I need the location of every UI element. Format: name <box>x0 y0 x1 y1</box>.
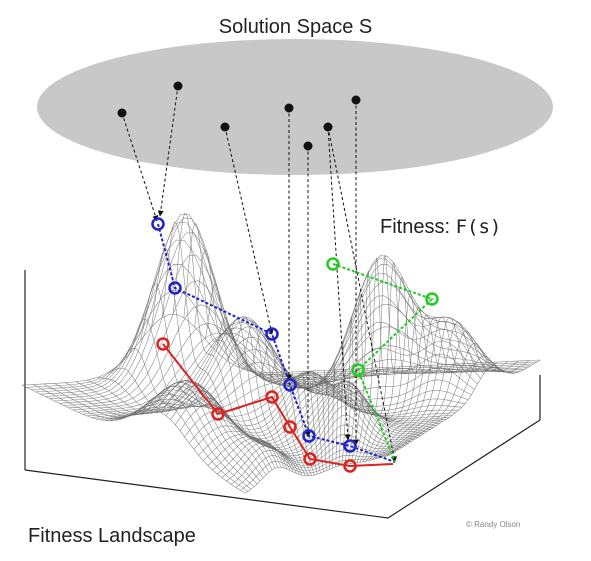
credit-text: © Randy Olson <box>466 520 521 529</box>
red-path-node <box>343 459 357 473</box>
mesh-line <box>151 371 453 426</box>
green-path-node <box>326 257 340 271</box>
mesh-line <box>184 380 431 447</box>
solution-point <box>117 108 127 118</box>
mesh-line <box>124 362 472 419</box>
solution-point <box>173 81 183 91</box>
solution-point <box>323 122 333 132</box>
blue-path-node <box>265 327 279 341</box>
blue-path-node <box>343 439 357 453</box>
mesh-line <box>26 290 537 388</box>
landscape-frame <box>24 270 541 519</box>
mesh-line <box>161 377 447 434</box>
mapping-arrow <box>121 112 159 222</box>
mesh-line <box>212 414 412 471</box>
mesh-line <box>377 321 497 459</box>
solution-space-title: Solution Space S <box>218 16 373 38</box>
search-paths <box>151 217 439 473</box>
fitness-function-formula: F(s) <box>455 216 502 238</box>
green-path-node <box>351 363 365 377</box>
mesh-line <box>40 221 528 395</box>
blue-path-node <box>151 217 165 231</box>
red-path-node <box>156 337 170 351</box>
solution-point <box>220 122 230 132</box>
mesh-line <box>170 384 441 440</box>
mesh-line <box>207 405 416 466</box>
blue-path-node <box>168 281 182 295</box>
mesh-line <box>75 379 261 482</box>
mesh-line <box>389 359 541 456</box>
fitness-landscape-label: Fitness Landscape <box>28 525 196 547</box>
solution-point <box>284 103 294 113</box>
mapping-arrow <box>327 126 397 463</box>
fitness-function-label: Fitness: F(s) <box>380 216 501 239</box>
mesh-line <box>235 450 397 488</box>
mesh-line <box>31 264 534 390</box>
mesh-line <box>105 319 485 421</box>
solution-point <box>351 95 361 105</box>
mesh-line <box>244 454 391 494</box>
green-path-node <box>425 292 439 306</box>
fitness-label-prefix: Fitness: <box>380 216 456 238</box>
green-search-path <box>332 263 434 463</box>
fitness-surface-mesh <box>21 213 541 494</box>
mesh-line <box>240 452 394 491</box>
solution-points <box>117 81 361 151</box>
mesh-line <box>189 381 428 448</box>
solution-space-ellipse <box>37 39 553 175</box>
blue-path-node <box>283 378 297 392</box>
mesh-line <box>156 373 450 430</box>
mesh-line <box>86 255 497 417</box>
red-path-node <box>303 452 317 466</box>
mesh-line <box>63 280 512 406</box>
mapping-arrows <box>121 85 397 463</box>
red-path-node <box>265 390 279 404</box>
mesh-line <box>142 372 459 417</box>
mesh-line <box>165 381 444 437</box>
red-search-path <box>162 343 394 468</box>
red-path-node <box>283 420 297 434</box>
blue-path-node <box>302 429 316 443</box>
red-path-node <box>211 407 225 421</box>
solution-point <box>303 141 313 151</box>
mapping-arrow <box>224 126 274 335</box>
mesh-line <box>175 383 437 442</box>
blue-search-path <box>157 223 396 463</box>
mesh-line <box>133 376 466 415</box>
mapping-arrow <box>327 126 351 441</box>
mesh-line <box>73 304 506 411</box>
mesh-line <box>203 396 419 461</box>
mesh-line <box>147 371 456 422</box>
